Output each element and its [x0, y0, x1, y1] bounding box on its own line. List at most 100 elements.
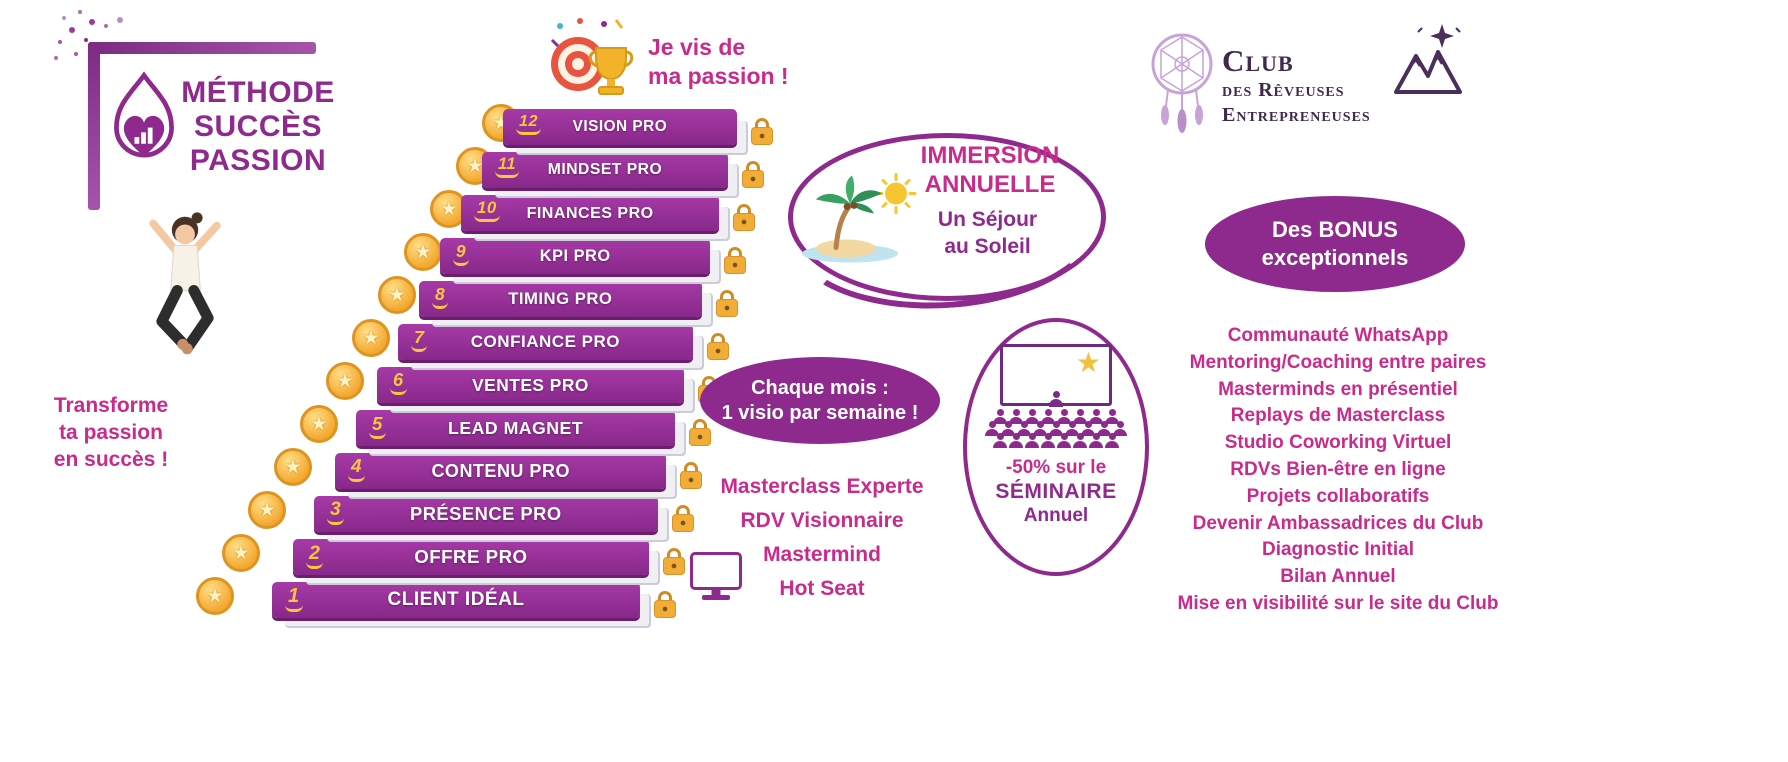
staircase-step: 12 VISION PRO: [503, 109, 773, 145]
step-number: 3: [327, 499, 345, 525]
step-label: KPI PRO: [539, 246, 611, 265]
audience-illustration: [984, 409, 1128, 448]
monthly-item: Masterclass Experte: [720, 475, 924, 498]
mountain-star-icon: [1392, 20, 1464, 102]
person-icon: [1089, 409, 1103, 424]
staircase-step: 6 VENTES PRO: [377, 367, 720, 403]
immersion-title-line: IMMERSION: [920, 142, 1060, 169]
step-number: 11: [495, 155, 520, 178]
person-icon: [993, 433, 1007, 448]
step-label: VISION PRO: [572, 118, 668, 135]
stair-caption-line: ma passion !: [648, 63, 789, 89]
person-icon: [1073, 409, 1087, 424]
coin-star-icon: [222, 534, 260, 572]
person-icon: [1097, 421, 1111, 436]
immersion-title-line: ANNUELLE: [924, 171, 1056, 198]
seminar-circle: ★ -50% sur le SÉMINAIRE Annuel: [963, 318, 1149, 576]
lock-icon: [750, 118, 773, 145]
lock-icon: [689, 419, 712, 446]
immersion-subtitle: Un Séjour au Soleil: [905, 206, 1070, 260]
person-icon: [1057, 409, 1071, 424]
step-number: 2: [306, 542, 324, 569]
immersion-title: IMMERSION ANNUELLE: [880, 141, 1100, 199]
person-icon: [993, 409, 1007, 424]
trophy-target-icon: [546, 16, 644, 108]
step-number: 9: [453, 241, 470, 266]
coin-star-icon: [378, 276, 416, 314]
person-icon: [1025, 409, 1039, 424]
coin-star-icon: [326, 362, 364, 400]
staircase-step: 10 FINANCES PRO: [461, 195, 756, 231]
tagline-line: en succès !: [53, 448, 169, 471]
lock-icon: [715, 290, 738, 317]
monthly-item: Mastermind: [763, 543, 881, 566]
person-icon: [1001, 421, 1015, 436]
staircase-step: 4 CONTENU PRO: [335, 453, 703, 489]
corner-frame-vertical: [88, 42, 100, 210]
coin-star-icon: [352, 319, 390, 357]
flame-heart-icon: [106, 70, 182, 170]
bonus-item: Studio Coworking Virtuel: [1224, 432, 1452, 454]
step-number: 6: [390, 370, 407, 395]
palm-island-sun-illustration: [798, 168, 923, 266]
bonus-item: Devenir Ambassadrices du Club: [1192, 512, 1484, 534]
immersion-oval-outline: [788, 133, 1106, 301]
spray-dots-decoration: [84, 38, 88, 42]
step-label: VENTES PRO: [472, 374, 589, 395]
person-icon: [1009, 433, 1023, 448]
seminar-discount: -50% sur le: [1005, 457, 1107, 478]
immersion-subtitle-line: au Soleil: [944, 235, 1031, 258]
lock-icon: [654, 591, 676, 618]
staircase-step: 9 KPI PRO: [440, 238, 747, 274]
person-icon: [1025, 433, 1039, 448]
person-icon: [1041, 409, 1055, 424]
tagline-line: ta passion: [59, 421, 163, 444]
presenter-icon: [1049, 391, 1063, 407]
person-icon: [1113, 421, 1127, 436]
step-label: CONFIANCE PRO: [470, 332, 621, 351]
dreamcatcher-icon: [1138, 26, 1226, 136]
step-number: 10: [474, 198, 500, 222]
seminar-name: SÉMINAIRE: [995, 480, 1117, 503]
method-title-line: PASSION: [189, 144, 327, 177]
method-title-line: MÉTHODE: [181, 76, 335, 109]
bonus-badge: Des BONUS exceptionnels: [1205, 196, 1465, 292]
step-label: TIMING PRO: [508, 289, 613, 308]
step-label: CLIENT IDÉAL: [387, 589, 525, 610]
audience-row: [992, 409, 1120, 424]
step-label: CONTENU PRO: [431, 460, 570, 481]
lock-icon: [680, 462, 703, 489]
club-name-line: Entrepreneuses: [1222, 104, 1371, 126]
audience-row: [992, 433, 1120, 448]
monitor-icon: [690, 552, 742, 590]
step-label: LEAD MAGNET: [448, 417, 584, 438]
person-icon: [1073, 433, 1087, 448]
monthly-list: Masterclass Experte RDV Visionnaire Mast…: [672, 470, 972, 606]
person-icon: [1009, 409, 1023, 424]
staircase-step: 11 MINDSET PRO: [482, 152, 764, 188]
bonus-item: RDVs Bien-être en ligne: [1230, 458, 1446, 480]
lock-icon: [733, 204, 756, 231]
person-icon: [1041, 433, 1055, 448]
method-title-line: SUCCÈS: [193, 110, 323, 143]
monthly-badge-line: 1 visio par semaine !: [721, 401, 919, 424]
person-icon: [985, 421, 999, 436]
lock-icon: [706, 333, 729, 360]
method-title: MÉTHODE SUCCÈS PASSION: [168, 76, 348, 178]
coin-star-icon: [248, 491, 286, 529]
step-number: 5: [369, 413, 386, 439]
stair-caption: Je vis de ma passion !: [648, 33, 789, 91]
monthly-badge: Chaque mois : 1 visio par semaine !: [700, 357, 940, 444]
jumping-woman-illustration: [122, 208, 237, 373]
corner-frame-horizontal: [88, 42, 316, 54]
coin-star-icon: [404, 233, 442, 271]
star-icon: ★: [1075, 347, 1101, 378]
club-name-line: des Rêveuses: [1222, 79, 1345, 101]
monthly-badge-line: Chaque mois :: [751, 376, 889, 399]
bonus-item: Masterminds en présentiel: [1218, 378, 1458, 400]
lock-icon: [724, 247, 747, 274]
tagline-line: Transforme: [53, 394, 169, 417]
bonus-item: Diagnostic Initial: [1261, 539, 1415, 561]
coin-star-icon: [274, 448, 312, 486]
immersion-subtitle-line: Un Séjour: [937, 208, 1038, 231]
